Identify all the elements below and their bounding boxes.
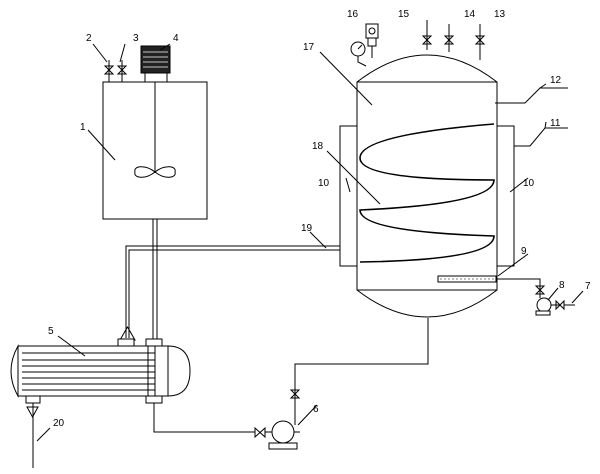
jacket-right <box>496 125 515 267</box>
check-valve-icon <box>119 325 136 341</box>
label-9: 9 <box>521 246 527 257</box>
valve-icon <box>289 389 301 399</box>
pipe-19-b <box>125 245 340 338</box>
heat-exchanger <box>10 338 191 404</box>
valve-icon <box>103 65 115 75</box>
agitator-impeller <box>134 166 176 178</box>
pressure-gauge <box>350 41 367 67</box>
motor-body <box>140 45 171 74</box>
reactor-valve-15 <box>421 20 433 50</box>
jacket-left <box>339 125 358 267</box>
valve-icon <box>116 65 128 75</box>
gas-feed-line <box>496 278 575 316</box>
reactor-valve-14 <box>443 24 455 52</box>
label-8: 8 <box>559 280 565 291</box>
label-12: 12 <box>550 75 562 86</box>
reactor-instrument <box>365 23 379 58</box>
label-16: 16 <box>347 9 359 20</box>
pipe-19-a <box>128 249 340 338</box>
pipe-12 <box>495 87 568 104</box>
label-4: 4 <box>173 33 179 44</box>
label-3: 3 <box>133 33 139 44</box>
label-15: 15 <box>398 9 410 20</box>
label-19: 19 <box>301 223 313 234</box>
label-6: 6 <box>313 404 319 415</box>
label-2: 2 <box>86 33 92 44</box>
label-18: 18 <box>312 141 324 152</box>
label-14: 14 <box>464 9 476 20</box>
tank-inlet-valve-2 <box>103 60 115 82</box>
exchanger-nozzle <box>145 395 163 404</box>
valve-icon <box>421 35 433 45</box>
valve-icon <box>254 426 266 439</box>
label-17: 17 <box>303 42 315 53</box>
heat-exchanger-shell <box>17 345 169 397</box>
label-10-right: 10 <box>523 178 535 189</box>
exchanger-nozzle <box>25 395 41 404</box>
valve-icon <box>534 285 546 295</box>
label-5: 5 <box>48 326 54 337</box>
instrument-head <box>365 23 379 39</box>
reactor-valve-13 <box>474 24 486 60</box>
label-11: 11 <box>550 118 561 129</box>
label-20: 20 <box>53 418 65 429</box>
gas-distributor <box>437 275 497 283</box>
label-7: 7 <box>585 281 591 292</box>
stirred-tank <box>102 80 208 220</box>
valve-icon <box>443 35 455 45</box>
tank-inlet-valve-3 <box>116 60 128 82</box>
exchanger-nozzle <box>117 338 135 347</box>
pipe-11 <box>514 127 568 147</box>
heating-coil <box>359 123 495 263</box>
exchanger-nozzle <box>145 338 163 347</box>
label-13: 13 <box>494 9 506 20</box>
pump-icon <box>271 420 295 444</box>
label-10-left: 10 <box>318 178 330 189</box>
agitator-motor <box>140 45 171 83</box>
reactor-vessel <box>356 54 498 318</box>
blower-icon <box>536 297 552 313</box>
valve-icon <box>555 299 565 311</box>
label-1: 1 <box>80 122 86 133</box>
exchanger-to-pump-pipe <box>153 403 255 433</box>
valve-icon <box>474 35 486 45</box>
circulation-pump <box>268 420 300 450</box>
